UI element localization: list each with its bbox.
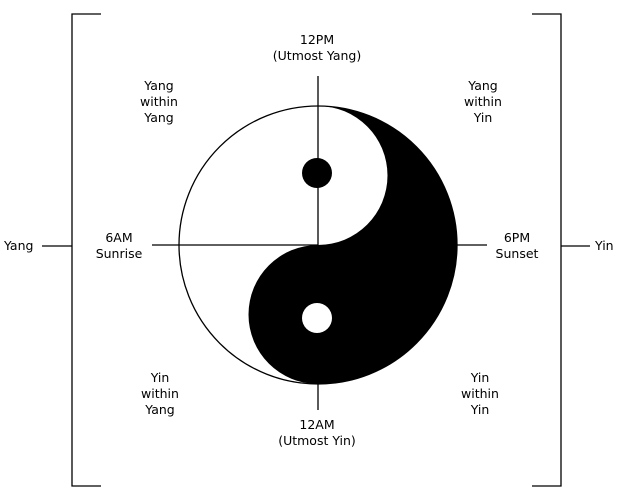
quadrant-yin-within-yang: Yin within Yang (141, 370, 179, 418)
quadrant-yin-within-yin: Yin within Yin (461, 370, 499, 418)
label-12pm-time: 12PM (299, 32, 335, 47)
right-bracket (532, 13, 562, 487)
left-bracket (71, 13, 101, 487)
quadrant-line: within (464, 94, 502, 109)
quadrant-yang-within-yin: Yang within Yin (464, 78, 502, 126)
yang-side-label: Yang (4, 238, 34, 253)
label-6pm-time: 6PM (503, 230, 531, 245)
yang-dot (302, 158, 332, 188)
quadrant-line: Yin (473, 110, 493, 125)
label-6pm: 6PM Sunset (496, 230, 539, 262)
label-12am-desc: (Utmost Yin) (278, 433, 356, 448)
quadrant-line: Yang (468, 78, 498, 93)
label-12am-time: 12AM (299, 417, 335, 432)
label-6am-desc: Sunrise (95, 246, 143, 261)
quadrant-line: Yang (145, 402, 175, 417)
quadrant-line: Yin (470, 370, 490, 385)
yin-side-label: Yin (595, 238, 614, 253)
quadrant-line: Yang (144, 110, 174, 125)
quadrant-line: Yin (470, 402, 490, 417)
quadrant-line: within (141, 386, 179, 401)
label-12am: 12AM (Utmost Yin) (278, 417, 356, 449)
label-12pm: 12PM (Utmost Yang) (273, 32, 361, 64)
label-6am-time: 6AM (105, 230, 133, 245)
yin-dot (302, 303, 332, 333)
quadrant-line: Yin (150, 370, 170, 385)
quadrant-line: within (461, 386, 499, 401)
quadrant-line: Yang (144, 78, 174, 93)
label-12pm-desc: (Utmost Yang) (272, 48, 362, 63)
label-6pm-desc: Sunset (495, 246, 539, 261)
quadrant-yang-within-yang: Yang within Yang (140, 78, 178, 126)
yin-half (248, 106, 457, 384)
quadrant-line: within (140, 94, 178, 109)
label-6am: 6AM Sunrise (96, 230, 143, 262)
